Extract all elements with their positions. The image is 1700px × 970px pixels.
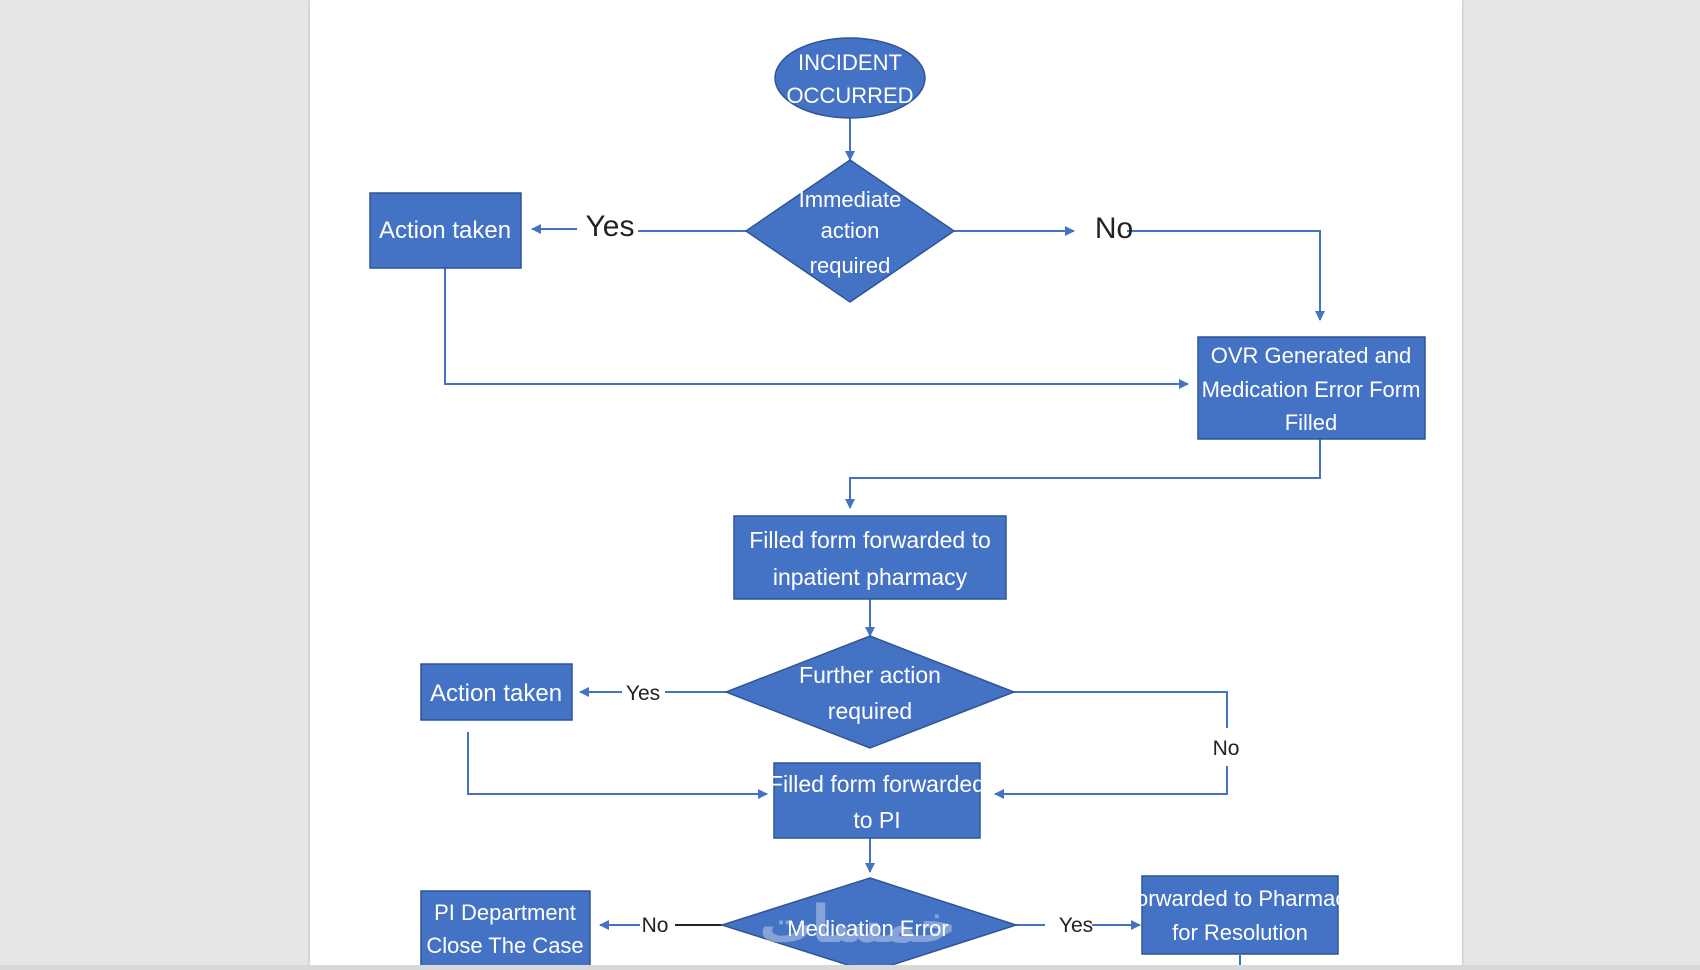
ovr-line3: Filled (1285, 410, 1338, 435)
immediate-line3: required (810, 253, 891, 278)
node-incident-occurred: INCIDENT OCCURRED (774, 37, 926, 119)
decision-immediate-action: Immediate action required (744, 159, 956, 303)
node-forwarded-pharmacy: Forwarded to Pharmacy for Resolution (1123, 875, 1358, 955)
inpatient-line1: Filled form forwarded to (749, 527, 991, 553)
further-line2: required (828, 698, 912, 724)
node-action-taken-2: Action taken (420, 663, 573, 721)
pharmacy-line2: for Resolution (1172, 920, 1308, 945)
connector-no-to-ovr (1127, 230, 1325, 321)
watermark-logo: خمسات (759, 895, 956, 955)
decision-medication-error: Medication Error (719, 877, 1019, 965)
immediate-line2: action (821, 218, 880, 243)
incident-line2: OCCURRED (786, 83, 913, 108)
decision-further-action: Further action required (723, 635, 1017, 749)
connector-no-to-topi (994, 766, 1228, 799)
edge-label-yes-3: Yes (1059, 914, 1093, 937)
action1-label: Action taken (379, 217, 511, 244)
edge-label-no-1: No (1095, 212, 1133, 245)
inpatient-line2: inpatient pharmacy (773, 564, 968, 590)
node-action-taken-1: Action taken (369, 192, 522, 269)
connector-action1-to-ovr (444, 268, 1189, 389)
connectors (444, 118, 1325, 965)
node-forwarded-inpatient: Filled form forwarded to inpatient pharm… (733, 515, 1007, 600)
pharmacy-line1: Forwarded to Pharmacy (1123, 886, 1358, 911)
node-pi-close-case: PI Department Close The Case (420, 890, 591, 965)
edge-label-no-2: No (1213, 737, 1240, 760)
node-ovr-generated: OVR Generated and Medication Error Form … (1197, 336, 1426, 440)
connector-action2-to-topi (467, 732, 768, 799)
edge-label-yes-1: Yes (586, 210, 635, 243)
immediate-line1: Immediate (799, 187, 902, 212)
picase-line2: Close The Case (426, 933, 583, 958)
ovr-line2: Medication Error Form (1202, 377, 1421, 402)
incident-line1: INCIDENT (798, 50, 902, 75)
edge-label-no-3: No (642, 914, 669, 937)
node-forwarded-to-pi: Filled form forwarded to PI (769, 762, 985, 839)
mederror-label: Medication Error (787, 916, 948, 941)
further-line1: Further action (799, 662, 941, 688)
topi-line1: Filled form forwarded (769, 771, 985, 797)
viewer-bottom-bar (0, 965, 1700, 970)
edge-label-yes-2: Yes (626, 682, 660, 705)
connector-ovr-to-inpatient (845, 439, 1321, 509)
connector-further-to-no (1014, 691, 1228, 728)
topi-line2: to PI (853, 807, 900, 833)
picase-line1: PI Department (434, 900, 576, 925)
ovr-line1: OVR Generated and (1211, 343, 1412, 368)
action2-label: Action taken (430, 680, 562, 707)
